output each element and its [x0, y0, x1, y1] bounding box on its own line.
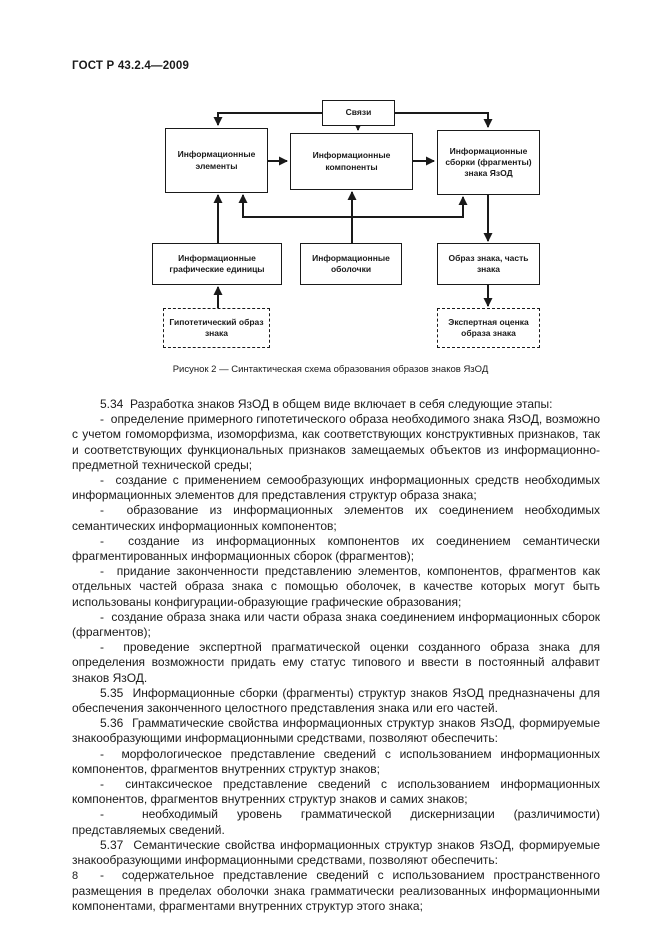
list-item: - содержательное представление сведений … [72, 868, 600, 913]
list-item: - создание из информационных компонентов… [72, 533, 600, 564]
paragraph-5-34: 5.34 Разработка знаков ЯзОД в общем виде… [100, 397, 553, 411]
flow-node-info-components: Информационные компоненты [290, 133, 413, 190]
list-item: - необходимый уровень грамматической дис… [72, 807, 600, 837]
list-item: - образование из информационных элементо… [72, 503, 600, 533]
list-item: - создание с применением семообразующих … [72, 473, 600, 503]
list-item: - проведение экспертной прагматической о… [72, 640, 600, 685]
paragraph-5-36: 5.36 Грамматические свойства информацион… [72, 716, 600, 746]
flow-node-info-shells: Информационные оболочки [300, 243, 402, 285]
flow-node-hypothetical-image: Гипотетический образ знака [163, 308, 270, 348]
list-item: - создание образа знака или части образа… [72, 609, 600, 640]
flow-node-expert-assessment: Экспертная оценка образа знака [437, 308, 540, 348]
flow-node-info-graphic-units: Информационные графические единицы [152, 243, 282, 285]
list-item: - придание законченности представлению э… [72, 564, 600, 609]
standard-code-header: ГОСТ Р 43.2.4—2009 [72, 60, 190, 72]
flow-node-links: Связи [322, 100, 395, 126]
flow-arrows [213, 112, 493, 308]
body-text: 5.34 Разработка знаков ЯзОД в общем виде… [72, 397, 600, 914]
paragraph-5-37: 5.37 Семантические свойства информационн… [72, 837, 600, 868]
flow-node-sign-image: Образ знака, часть знака [437, 243, 540, 285]
list-item: - морфологическое представление сведений… [72, 746, 600, 776]
list-item: - определение примерного гипотетического… [72, 412, 600, 472]
figure-2-diagram: Связи Информационные элементы Информацио… [0, 95, 661, 353]
figure-caption: Рисунок 2 — Синтактическая схема образов… [172, 364, 489, 375]
flow-node-info-elements: Информационные элементы [165, 128, 268, 193]
page-number: 8 [72, 870, 79, 882]
flow-node-info-assemblies: Информационные сборки (фрагменты) знака … [437, 130, 540, 195]
paragraph-5-35: 5.35 Информационные сборки (фрагменты) с… [72, 685, 600, 716]
list-item: - синтаксическое представление сведений … [72, 777, 600, 807]
